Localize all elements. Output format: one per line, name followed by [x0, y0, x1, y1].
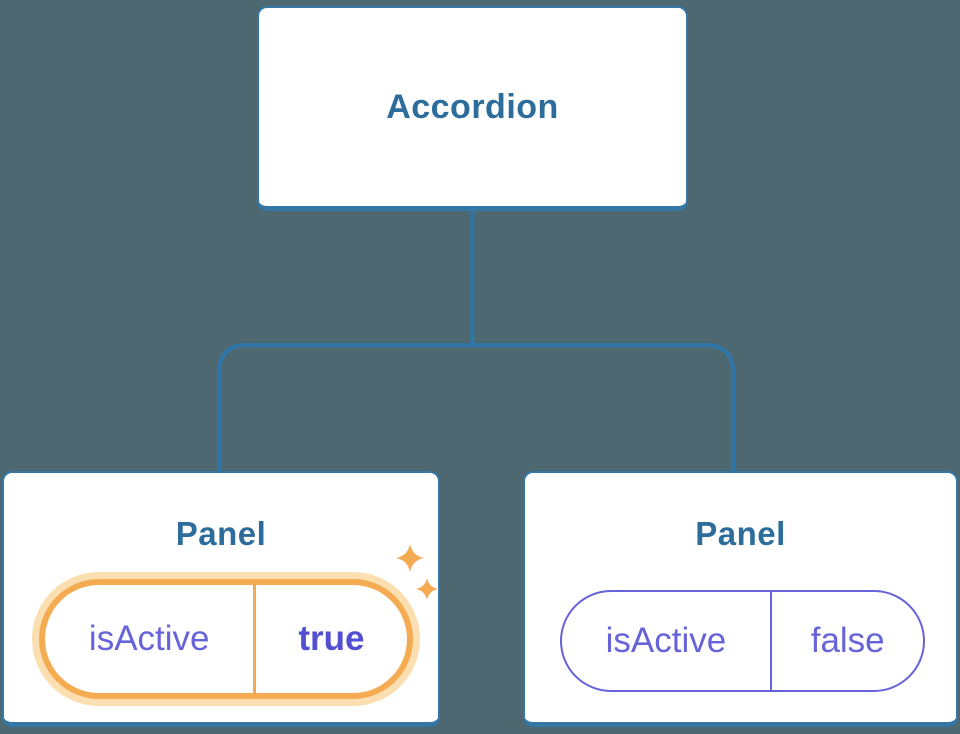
pill-divider — [769, 592, 773, 690]
panel-card-active: Panel isActive true — [2, 471, 440, 727]
connector-bracket — [217, 343, 735, 471]
state-value-label: true — [298, 619, 365, 658]
state-pill-active: isActive true — [39, 579, 413, 699]
panel-card-inactive: Panel isActive false — [523, 471, 958, 727]
pill-divider — [253, 585, 256, 693]
panel-title: Panel — [695, 515, 786, 552]
root-component-card: Accordion — [257, 6, 688, 211]
root-component-label: Accordion — [386, 87, 559, 126]
state-name-cell: isActive — [562, 592, 770, 690]
state-name-label: isActive — [88, 619, 210, 658]
state-name-cell: isActive — [45, 585, 253, 693]
state-value-label: false — [810, 621, 885, 660]
sparkle-icon — [391, 544, 443, 608]
panel-title: Panel — [175, 515, 267, 552]
state-pill-inactive: isActive false — [560, 590, 925, 692]
state-name-label: isActive — [605, 621, 727, 660]
state-pill-highlight-halo: isActive true — [32, 572, 420, 706]
state-value-cell: false — [772, 592, 923, 690]
state-value-cell: true — [256, 585, 407, 693]
